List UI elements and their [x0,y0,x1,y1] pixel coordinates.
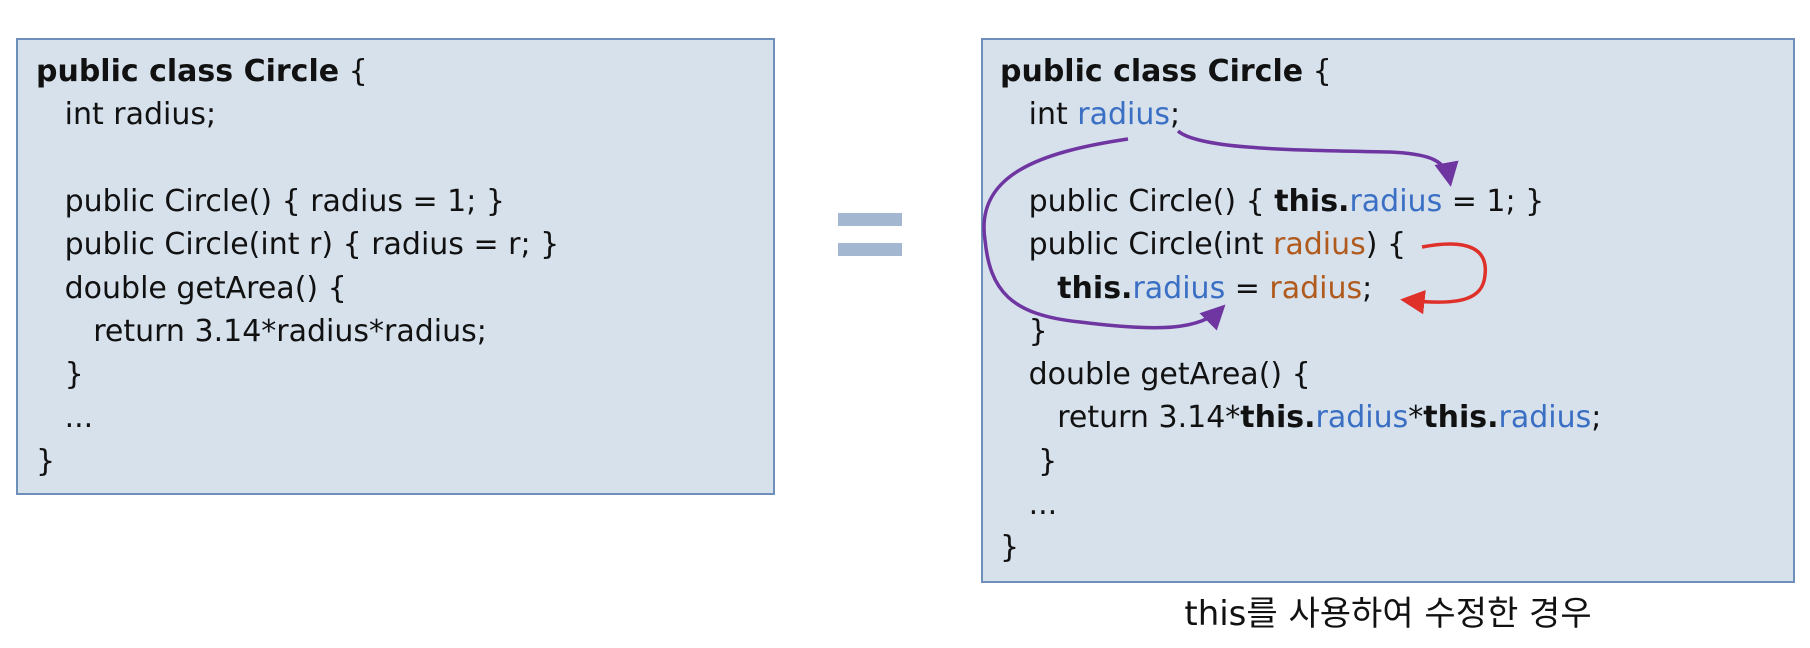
code-token: ... [36,400,94,436]
code-token: { [339,54,368,89]
code-token: radius [1349,183,1443,219]
code-token: = [1225,270,1270,306]
code-token: radius [1498,400,1592,436]
code-token: this. [1274,183,1350,219]
code-line: } [1000,310,1048,353]
code-line: double getArea() { [36,267,347,310]
code-token: * [1408,400,1424,436]
code-token: } [36,357,84,393]
code-line: return 3.14*radius*radius; [36,310,487,353]
code-token: ; [1591,400,1602,436]
code-token: radius [1132,270,1226,306]
code-token: } [36,443,56,479]
code-line: int radius; [1000,93,1181,136]
code-token: double getArea() { [1000,357,1311,393]
code-line: int radius; [36,93,217,136]
code-token: ) { [1365,227,1407,263]
code-token: public Circle(int r) { radius = r; } [36,227,560,263]
code-token: public class Circle [36,54,340,89]
code-token: ; [1170,97,1181,133]
code-box-original [16,38,775,495]
code-token: = 1; } [1442,183,1545,219]
code-token: radius [1077,97,1171,133]
code-token: public class Circle [1000,54,1304,89]
code-line: double getArea() { [1000,353,1311,396]
caption: this를 사용하여 수정한 경우 [1184,594,1592,634]
code-line: ... [1000,483,1058,526]
equals-sign-top-bar [838,213,902,226]
code-line: } [36,440,55,483]
code-line: public class Circle { [1000,50,1332,93]
code-token: public Circle() { [1000,183,1275,219]
code-line: this.radius = radius; [1000,267,1372,310]
code-token: this. [1423,400,1499,436]
code-token: } [1000,443,1058,479]
code-line: public class Circle { [36,50,368,93]
code-token: radius [1315,400,1409,436]
code-line: public Circle() { radius = 1; } [36,180,505,223]
code-token: { [1303,54,1332,89]
code-token: ... [1000,487,1058,522]
code-token: int [1000,97,1078,133]
code-line: } [36,353,84,396]
code-token: int radius; [36,97,217,133]
code-token: this. [1240,400,1316,436]
code-line: public Circle(int r) { radius = r; } [36,223,560,266]
equals-sign-bottom-bar [838,243,902,256]
code-token: radius [1273,227,1366,263]
code-token: radius [1269,270,1363,306]
code-token: } [1000,313,1048,349]
code-line: } [1000,526,1019,569]
code-line: return 3.14*this.radius*this.radius; [1000,396,1601,439]
code-token: ; [1362,270,1373,306]
code-line: ... [36,396,94,439]
code-token: public Circle() { radius = 1; } [36,183,505,219]
code-line: public Circle() { this.radius = 1; } [1000,180,1545,223]
code-line: } [1000,440,1057,483]
code-token: this. [1057,270,1133,306]
code-token: return 3.14*radius*radius; [36,313,487,349]
code-token: } [1000,530,1020,566]
code-token: double getArea() { [36,270,347,306]
code-token [1000,271,1057,306]
code-token: public Circle(int [1000,227,1274,263]
code-line: public Circle(int radius) { [1000,223,1407,266]
code-token: return 3.14* [1000,400,1241,436]
